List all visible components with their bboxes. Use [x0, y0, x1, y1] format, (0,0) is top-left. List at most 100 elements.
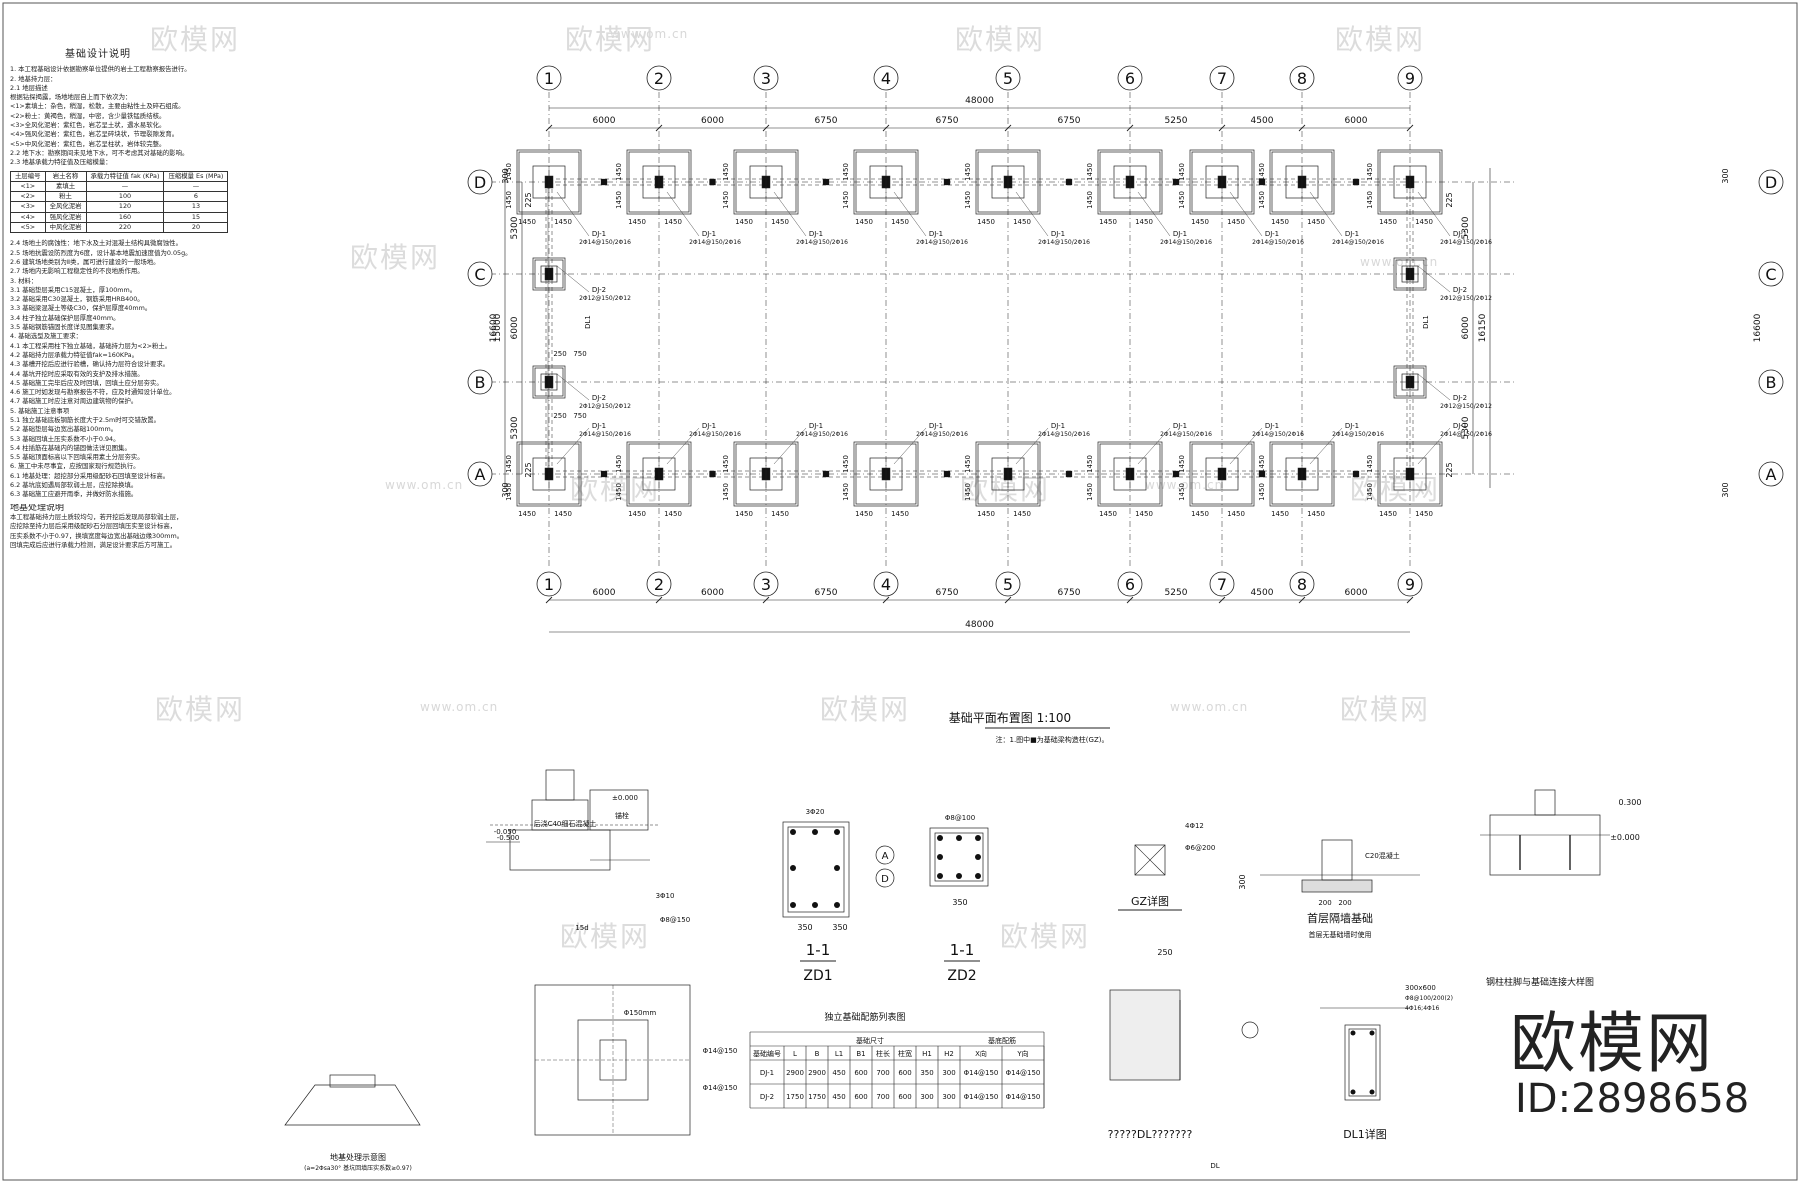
footing-label: DJ-1: [929, 230, 943, 238]
footing-outline: [975, 441, 1041, 507]
dim-tick: [545, 124, 553, 132]
footing-step: [518, 151, 580, 213]
note-line: <2>粉土：黄褐色，稍湿，中密，含少量铁锰质结核。: [10, 111, 166, 120]
leader-line: [1417, 265, 1451, 293]
edge-dim: 300: [1721, 482, 1730, 497]
axis-bubble-top: [646, 65, 672, 91]
footing-step: [1271, 443, 1333, 505]
axis-bubble-left: [467, 461, 493, 487]
note-line: 5.2 基础垫层每边宽出基础100mm。: [10, 425, 118, 434]
footing-dim: 1450: [615, 191, 623, 209]
span-dim: 6000: [593, 588, 616, 598]
footing-label: DJ-1: [1453, 422, 1467, 430]
dl1-dim: Φ8@100/200(2): [1405, 995, 1453, 1002]
zd2-section: [929, 827, 989, 887]
schedule-group: 基础尺寸: [856, 1036, 884, 1045]
edge-dim: 250: [553, 412, 566, 420]
footing-dim: 1450: [964, 163, 972, 181]
zd-dim: 350: [952, 898, 967, 907]
axis-bubble-top: [753, 65, 779, 91]
footing-dim: 1450: [964, 191, 972, 209]
note-line: 4.1 本工程采用柱下独立基础，基础持力层为<2>粉土。: [10, 341, 172, 350]
footing-outline: [733, 441, 799, 507]
footing-dim: 1450: [722, 455, 730, 473]
note-line: 2.5 场地抗震设防烈度为6度，设计基本地震加速度值为0.05g。: [10, 248, 192, 257]
watermark-url: www.om.cn: [1360, 255, 1439, 269]
gz-post: [1258, 178, 1266, 186]
footing-sub: 2Φ12@150/2Φ12: [579, 403, 631, 410]
edge-dim: 225: [524, 192, 533, 207]
footing-outline: [532, 365, 566, 399]
footing-outline: [1393, 365, 1427, 399]
edge-dim: 750: [573, 412, 586, 420]
level-text: 0.300: [1619, 798, 1642, 807]
schedule-cell: 600: [854, 1069, 867, 1077]
rebar-dot: [1350, 1030, 1356, 1036]
footing-sub: 2Φ14@150/2Φ16: [1038, 239, 1090, 246]
note-line: 2.2 地下水：勘察期间未见地下水，可不考虑其对基础的影响。: [10, 148, 189, 157]
edge-dim: 225: [1445, 192, 1454, 207]
axis-bubble-right: [1758, 369, 1784, 395]
footing-dim: 1450: [615, 163, 623, 181]
note-line: 应挖除至持力层后采用级配砂石分层回填压实至设计标高，: [10, 522, 177, 531]
schedule-cell: 350: [920, 1069, 933, 1077]
soil-table-header: 土层编号岩土名称承载力特征值 fak (KPa)压缩模量 Es (MPa): [10, 170, 229, 182]
footing-outline: [626, 441, 692, 507]
watermark: 欧模网: [1340, 693, 1431, 726]
footing-step: [628, 443, 690, 505]
footing-dim: 1450: [664, 218, 682, 226]
footing-step: [1271, 151, 1333, 213]
dl1-dim: 300x600: [1405, 984, 1436, 992]
footing-dim: 1450: [1366, 163, 1374, 181]
footing-dim: 1450: [1178, 191, 1186, 209]
footing-step: [977, 443, 1039, 505]
footing-dim: 1450: [664, 510, 682, 518]
footing-step: [1191, 151, 1253, 213]
footing-sub: 2Φ14@150/2Φ16: [579, 431, 631, 438]
rebar-text: Φ150mm: [624, 1009, 657, 1017]
footing-dim: 1450: [1271, 510, 1289, 518]
watermark: 欧模网: [150, 23, 241, 56]
axis-bubble-top: [995, 65, 1021, 91]
found-pedestal: [545, 769, 575, 801]
soil-table-cell: 13: [163, 201, 229, 213]
footing-label: DJ-1: [592, 230, 606, 238]
footing-dim: 1450: [1135, 510, 1153, 518]
note-line: 1. 本工程基础设计依据勘察单位提供的岩土工程勘察报告进行。: [10, 65, 191, 74]
footing-dim: 1450: [615, 455, 623, 473]
footing-label: DJ-1: [929, 422, 943, 430]
span-dim: 6750: [815, 116, 838, 126]
schedule-header: B1: [856, 1050, 865, 1058]
rebar-dot: [956, 835, 962, 841]
dim-tick: [655, 596, 663, 604]
design-notes: 基础设计说明 1. 本工程基础设计依据勘察单位提供的岩土工程勘察报告进行。2. …: [10, 49, 355, 550]
span-dim: 6750: [1058, 116, 1081, 126]
footing-step: [1099, 151, 1161, 213]
note-line: 4. 基础选型及施工要求：: [10, 332, 83, 341]
axis-label-left: D: [474, 173, 486, 192]
rebar-dot: [790, 829, 796, 835]
axis-label-bottom: 9: [1405, 575, 1415, 594]
axis-label-bottom: 6: [1125, 575, 1135, 594]
schedule-cell: 450: [832, 1093, 845, 1101]
axis-bubble-bottom: [873, 571, 899, 597]
leader-line: [1417, 191, 1451, 237]
schedule-title: 独立基础配筋列表图: [824, 1011, 905, 1023]
footing-dim: 1450: [554, 218, 572, 226]
footing-sub: 2Φ14@150/2Φ16: [1252, 431, 1304, 438]
footing-label: DJ-1: [702, 230, 716, 238]
footing-dim: 1450: [1099, 510, 1117, 518]
rebar-dot: [1369, 1030, 1375, 1036]
footing-dim: 1450: [771, 510, 789, 518]
note-line: 3. 材料：: [10, 276, 38, 285]
axis-label-bottom: 4: [881, 575, 891, 594]
note-line: 2.7 场地内无影响工程稳定性的不良地质作用。: [10, 267, 144, 276]
dim-tick: [545, 596, 553, 604]
footing-sub: 2Φ14@150/2Φ16: [1440, 239, 1492, 246]
footing-dim: 1450: [505, 163, 513, 181]
footing-step: [855, 443, 917, 505]
footing-step: [1395, 259, 1425, 289]
rebar-dot: [834, 902, 840, 908]
footing-dim: 1450: [1258, 163, 1266, 181]
